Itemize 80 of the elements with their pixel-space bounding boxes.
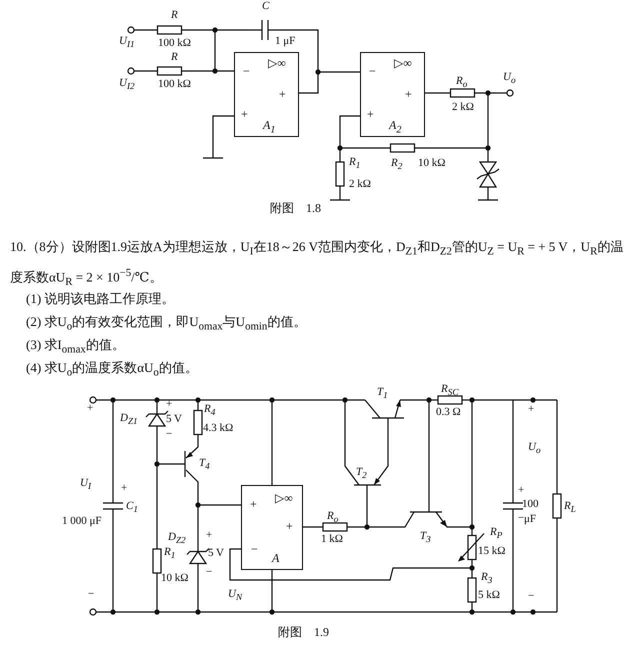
value-label: 100 <box>522 498 538 510</box>
component-label: R$_{o}$ <box>327 510 338 526</box>
op-amp-symbol: ▷∞ <box>268 57 286 70</box>
value-label: μF <box>524 513 536 525</box>
op-amp-symbol: ▷∞ <box>275 492 293 505</box>
polarity-sign: + <box>279 88 286 101</box>
value-label: 5 V <box>208 547 224 559</box>
value-label: 0.3 Ω <box>436 406 461 418</box>
component-label: T$_{3}$ <box>420 530 431 546</box>
value-label: 5 kΩ <box>478 589 500 601</box>
value-label: 1 kΩ <box>321 533 343 545</box>
polarity-sign: − <box>88 588 94 600</box>
component-label: R$_{3}$ <box>481 571 492 586</box>
polarity-sign: − <box>166 428 172 440</box>
component-label: C <box>262 0 270 12</box>
component-label: U$_{N}$ <box>228 588 242 604</box>
polarity-sign: + <box>87 402 94 414</box>
polarity-sign: + <box>367 108 374 121</box>
component-label: D$_{Z2}$ <box>168 531 186 546</box>
polarity-sign: − <box>251 543 258 556</box>
polarity-sign: + <box>405 88 412 101</box>
value-label: 2 kΩ <box>349 178 371 190</box>
polarity-sign: − <box>528 590 534 602</box>
question-item: (3) 求I$_{omax}$的值。 <box>26 336 125 358</box>
component-label: C$_{1}$ <box>126 500 138 516</box>
figure-caption: 附图 1.9 <box>278 626 329 638</box>
component-label: R$_{2}$ <box>391 157 402 172</box>
value-label: 10 kΩ <box>161 572 188 584</box>
component-label: T$_{2}$ <box>356 466 367 482</box>
op-amp-box <box>234 52 299 137</box>
component-label: U$_{I}$ <box>80 477 92 492</box>
component-label: R$_{4}$ <box>204 403 216 418</box>
component-label: T$_{1}$ <box>377 386 388 402</box>
polarity-sign: + <box>528 403 534 415</box>
component-label: R <box>171 51 178 63</box>
wire <box>299 71 360 94</box>
polarity-sign: + <box>286 520 293 533</box>
value-label: 5 V <box>166 413 182 425</box>
polarity-sign: + <box>518 484 524 496</box>
question-text: 10.（8分）设附图1.9运放A为理想运放，U$_{I}$在18～26 V范围内变化，D$_{Z1}$和D$_{Z2}$管的U$_{Z}$ = U$_{R}$ = + 5 V，U$_{R}$的温度系数αU$_{R}$ = 2 × 10$^{−5}$/℃。 <box>10 238 624 290</box>
value-label: 1 000 μF <box>62 515 102 527</box>
question-item: (2) 求U$_{o}$的有效变化范围，即U$_{omax}$与U$_{omin}$的值。 <box>26 313 306 335</box>
figure-caption: 附图 1.8 <box>270 202 321 214</box>
component-label: R$_{1}$ <box>164 546 176 562</box>
component-label: T$_{4}$ <box>199 457 210 472</box>
component-label: R$_{SC}$ <box>441 383 458 398</box>
polarity-sign: + <box>121 482 128 494</box>
component-label: U$_{o}$ <box>528 441 541 456</box>
value-label: 2 kΩ <box>452 101 474 113</box>
value-label: 15 kΩ <box>478 545 506 557</box>
op-amp-label: A <box>272 552 280 565</box>
component-label: U$_{I1}$ <box>119 35 135 50</box>
component-label: R$_{o}$ <box>456 75 468 90</box>
op-amp-box <box>360 52 425 137</box>
component-label: D$_{Z1}$ <box>120 412 138 428</box>
value-label: 100 kΩ <box>158 37 191 49</box>
polarity-sign: + <box>241 108 248 121</box>
value-label: 1 μF <box>275 35 296 47</box>
component-label: R <box>171 9 178 21</box>
value-label: 100 kΩ <box>158 78 191 90</box>
component-label: U$_{I2}$ <box>119 77 135 92</box>
polarity-sign: − <box>518 512 524 524</box>
op-amp-symbol: ▷∞ <box>394 57 412 70</box>
component-label: U$_{o}$ <box>503 71 516 86</box>
component-label: R$_{L}$ <box>564 500 576 516</box>
polarity-sign: − <box>369 65 376 78</box>
polarity-sign: + <box>166 398 172 410</box>
component-label: R$_{1}$ <box>349 156 360 172</box>
polarity-sign: − <box>243 65 250 78</box>
op-amp-label: A$_{2}$ <box>389 119 402 136</box>
question-item: (1) 说明该电路工作原理。 <box>26 290 174 308</box>
op-amp-label: A$_{1}$ <box>263 119 276 136</box>
op-amp-box <box>241 485 303 570</box>
value-label: 4.3 kΩ <box>203 422 234 434</box>
polarity-sign: + <box>206 529 212 541</box>
value-label: 10 kΩ <box>418 157 446 169</box>
question-item: (4) 求U$_{o}$的温度系数αU$_{o}$的值。 <box>26 359 198 381</box>
polarity-sign: − <box>206 566 212 578</box>
polarity-sign: + <box>250 498 257 511</box>
component-label: R$_{P}$ <box>490 526 502 542</box>
